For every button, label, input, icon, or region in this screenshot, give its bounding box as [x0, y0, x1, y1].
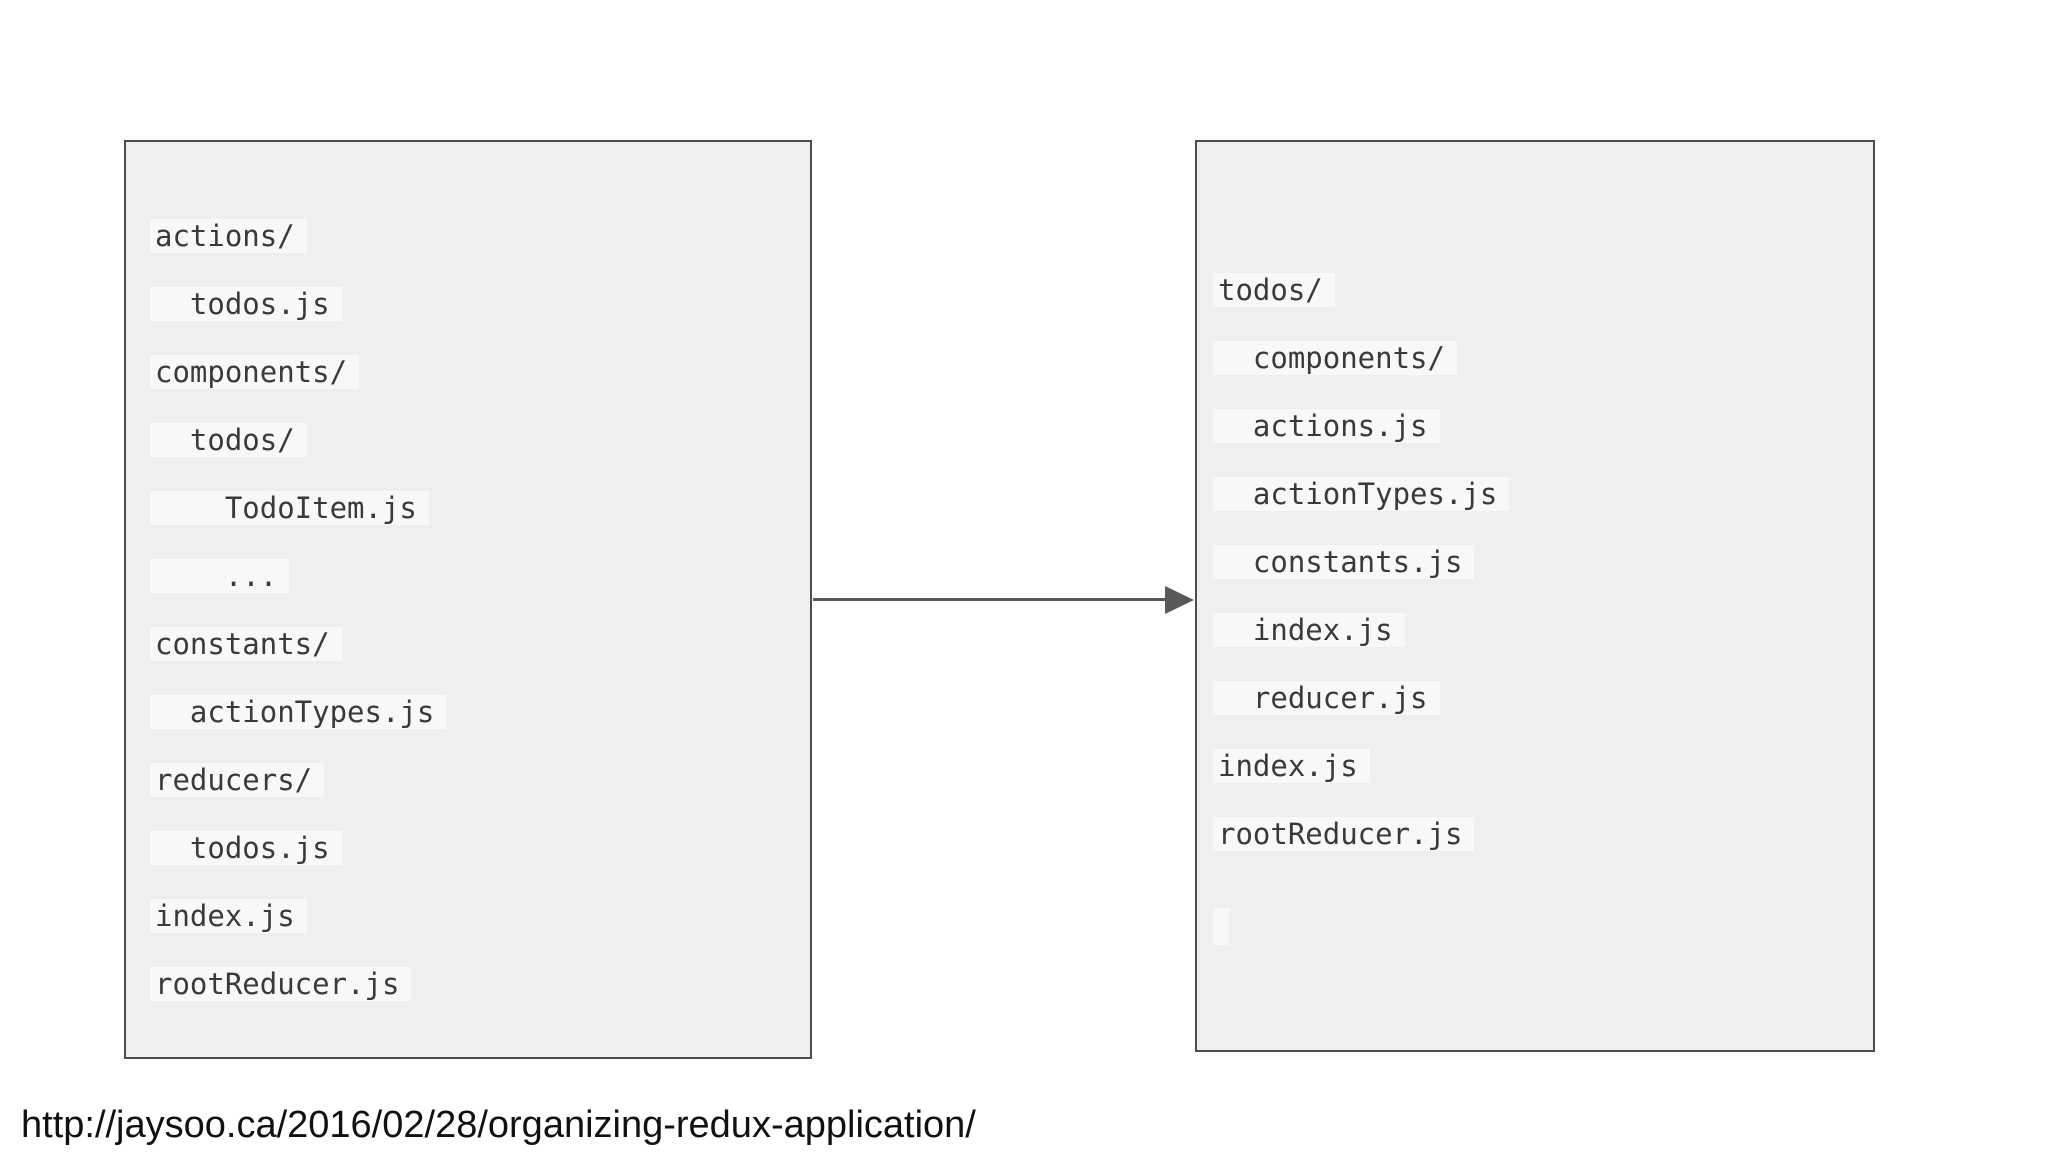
file-tree-entry: reducer.js — [1213, 681, 1440, 715]
file-tree-line: constants.js — [1213, 545, 1873, 613]
file-tree-line: index.js — [1213, 749, 1873, 817]
file-tree-line: todos/ — [1213, 273, 1873, 341]
arrow-head — [1165, 586, 1194, 614]
file-tree-entry: todos.js — [150, 831, 342, 865]
file-tree-entry: todos/ — [1213, 273, 1335, 307]
file-tree-panel-left: actions/ todos.js components/ todos/ Todo… — [124, 140, 812, 1059]
file-tree-entry: index.js — [1213, 613, 1405, 647]
file-tree-line: TodoItem.js — [150, 491, 810, 559]
file-tree-line: rootReducer.js — [1213, 817, 1873, 885]
file-tree-line: index.js — [150, 899, 810, 967]
file-tree-entry: components/ — [1213, 341, 1457, 375]
file-tree-entry: TodoItem.js — [150, 491, 429, 525]
source-url-text: http://jaysoo.ca/2016/02/28/organizing-r… — [21, 1104, 976, 1146]
text-cursor — [1213, 908, 1229, 945]
file-tree-left: actions/ todos.js components/ todos/ Todo… — [126, 142, 810, 1057]
file-tree-entry: constants.js — [1213, 545, 1475, 579]
file-tree-panel-right: todos/ components/ actions.js actionType… — [1195, 140, 1875, 1052]
file-tree-entry: actions/ — [150, 219, 307, 253]
file-tree-line: components/ — [1213, 341, 1873, 409]
file-tree-entry: actionTypes.js — [150, 695, 447, 729]
file-tree-entry: rootReducer.js — [150, 967, 412, 1001]
file-tree-line: actionTypes.js — [1213, 477, 1873, 545]
file-tree-entry: reducers/ — [150, 763, 325, 797]
file-tree-entry: actions.js — [1213, 409, 1440, 443]
file-tree-line: reducers/ — [150, 763, 810, 831]
file-tree-entry: rootReducer.js — [1213, 817, 1475, 851]
file-tree-entry: index.js — [150, 899, 307, 933]
file-tree-line: reducer.js — [1213, 681, 1873, 749]
file-tree-entry: constants/ — [150, 627, 342, 661]
file-tree-entry: actionTypes.js — [1213, 477, 1510, 511]
file-tree-line: actions.js — [1213, 409, 1873, 477]
file-tree-line: todos.js — [150, 831, 810, 899]
file-tree-line: todos.js — [150, 287, 810, 355]
file-tree-line: actionTypes.js — [150, 695, 810, 763]
file-tree-entry: components/ — [150, 355, 360, 389]
file-tree-line: constants/ — [150, 627, 810, 695]
file-tree-line: rootReducer.js — [150, 967, 810, 1035]
file-tree-entry: index.js — [1213, 749, 1370, 783]
file-tree-entry: ... — [150, 559, 290, 593]
cursor-line — [1213, 908, 1873, 976]
file-tree-line: todos/ — [150, 423, 810, 491]
file-tree-line: components/ — [150, 355, 810, 423]
file-tree-line: actions/ — [150, 219, 810, 287]
file-tree-right: todos/ components/ actions.js actionType… — [1197, 142, 1873, 1050]
file-tree-line: index.js — [1213, 613, 1873, 681]
arrow-shaft — [813, 598, 1167, 601]
file-tree-line: ... — [150, 559, 810, 627]
file-tree-entry: todos/ — [150, 423, 307, 457]
file-tree-entry: todos.js — [150, 287, 342, 321]
